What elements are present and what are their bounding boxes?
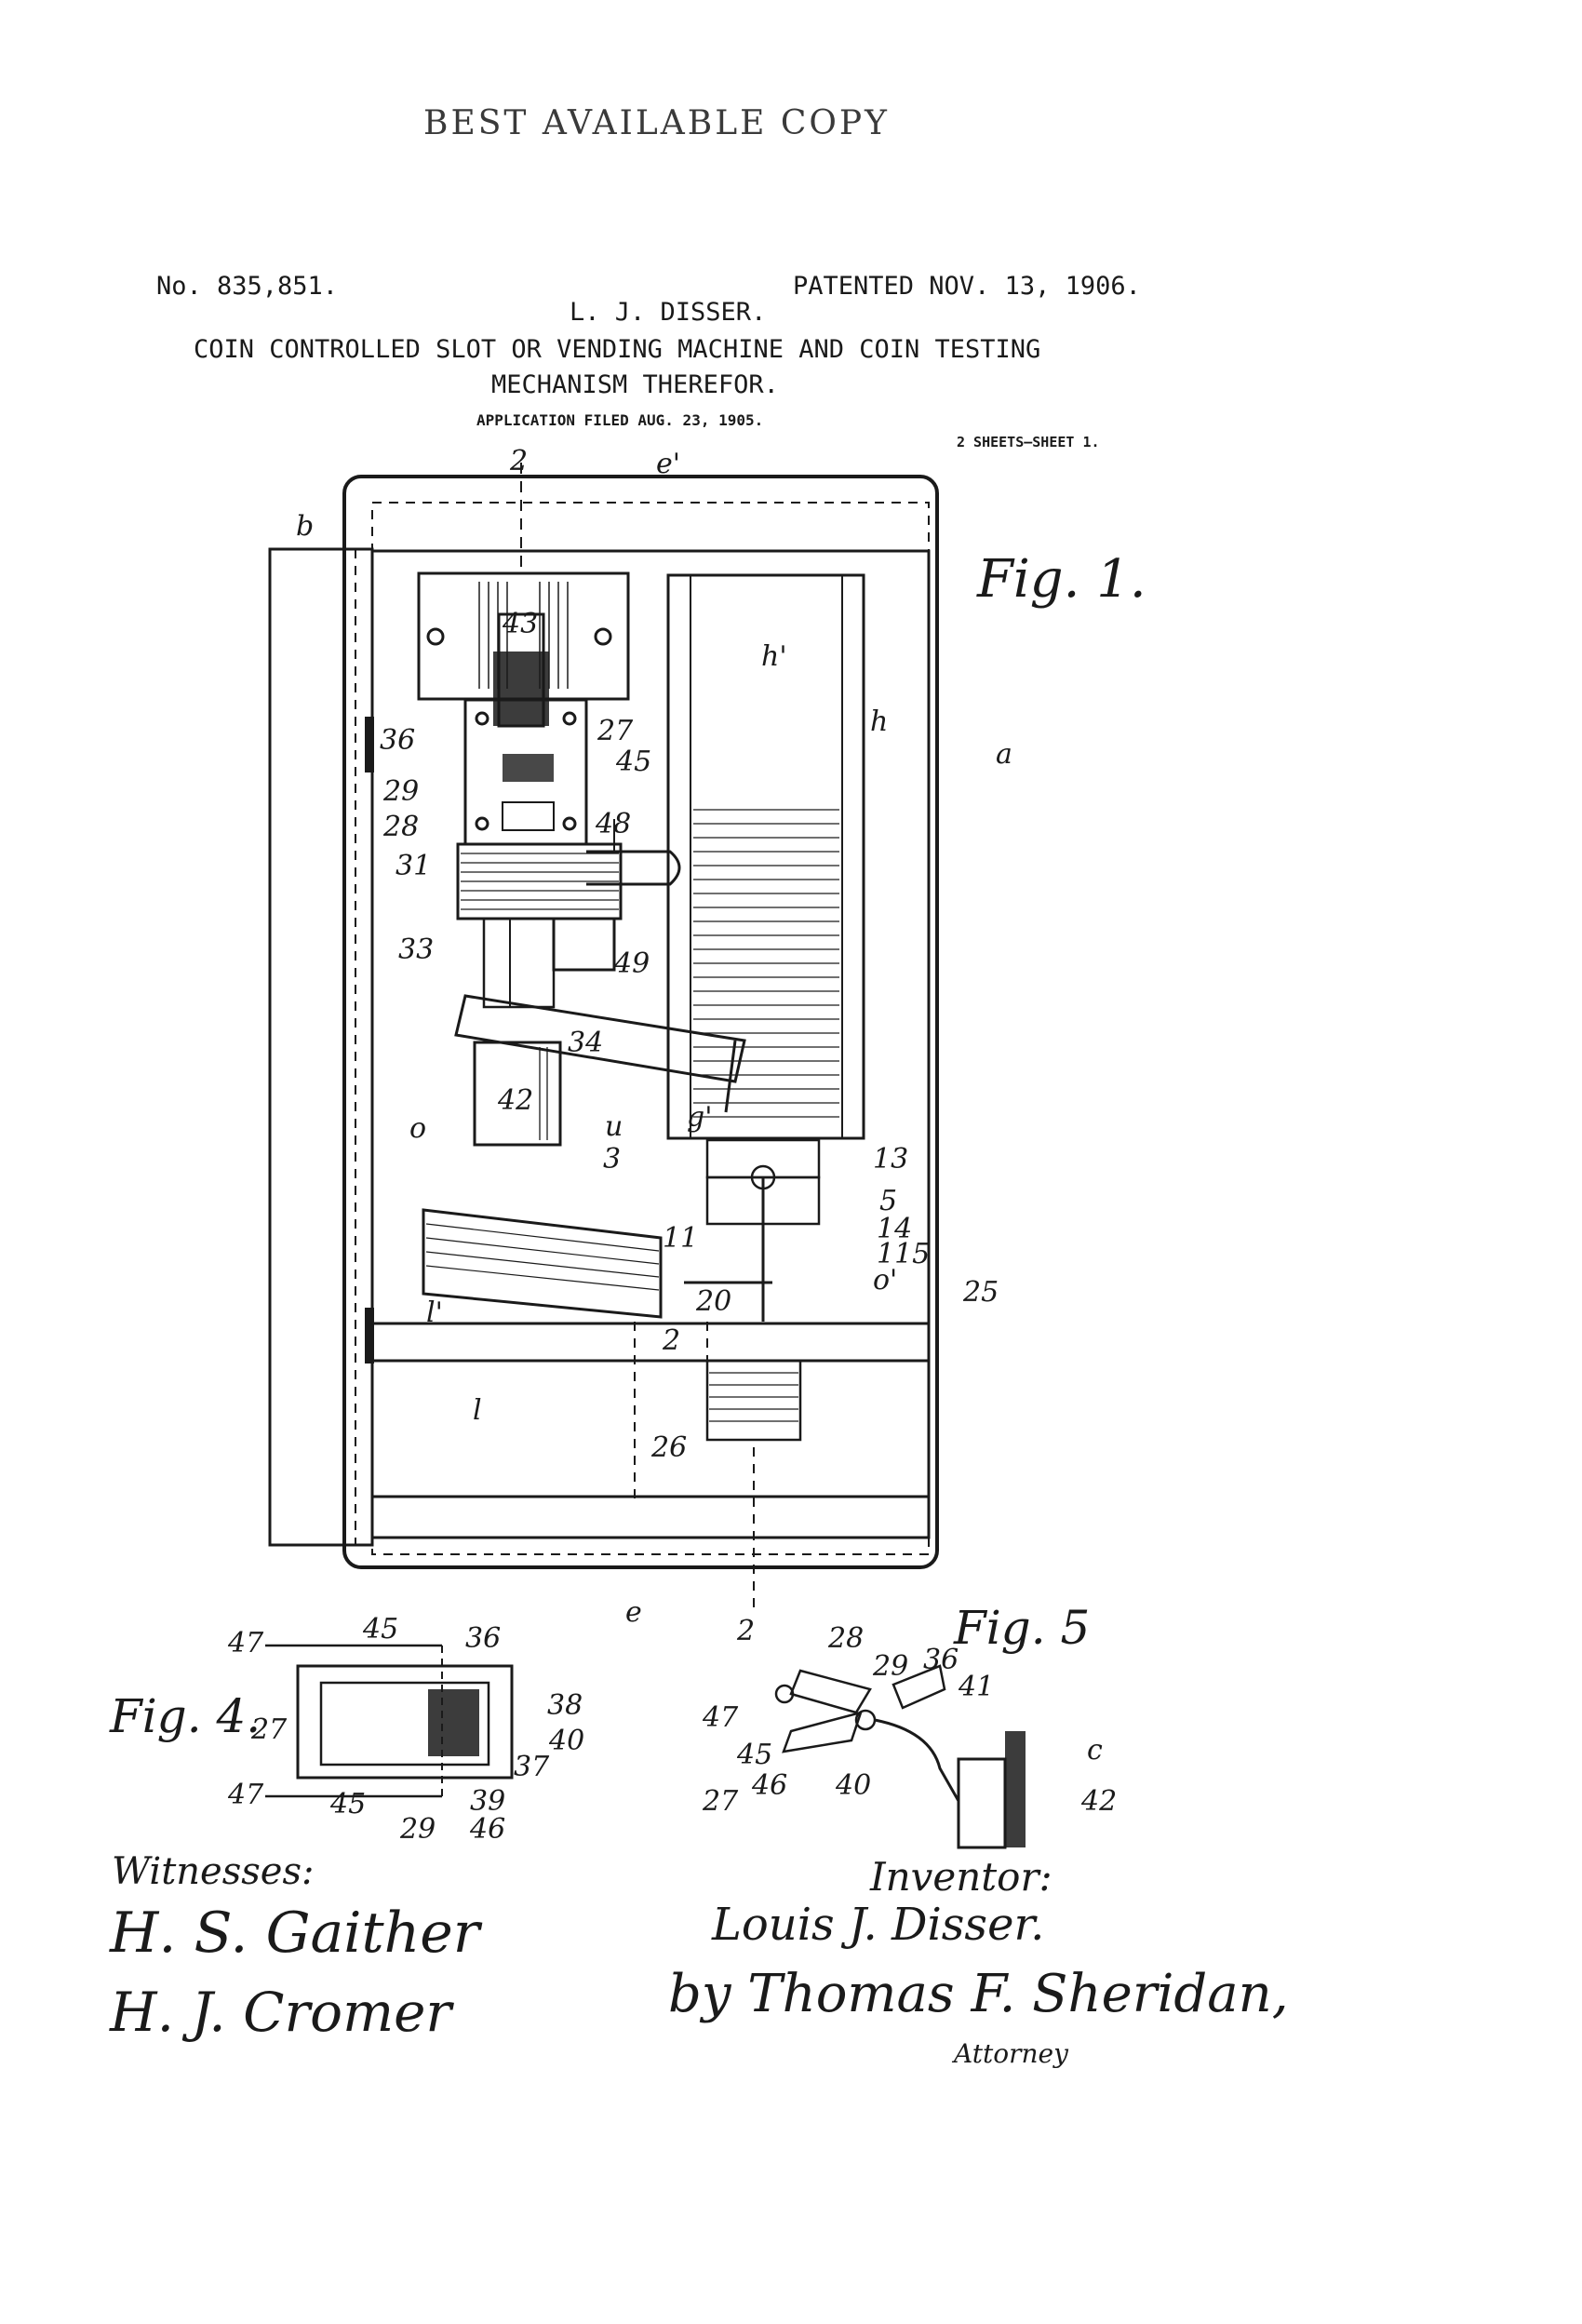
ref-label: 27 (597, 715, 634, 747)
ref-label: 36 (923, 1644, 959, 1676)
fig4-reference-numerals: 47 45 36 38 40 27 37 47 45 39 29 46 (227, 1613, 584, 1846)
ref-label: h (870, 705, 888, 738)
ref-label: 40 (548, 1725, 584, 1757)
ref-label: 49 (613, 947, 650, 980)
ref-label: 47 (702, 1701, 739, 1734)
ref-label: 20 (695, 1285, 731, 1318)
ref-label: 40 (835, 1769, 871, 1802)
best-available-copy-stamp: BEST AVAILABLE COPY (423, 104, 890, 142)
ref-label: 3 (603, 1143, 621, 1175)
attorney-role: Attorney (954, 2038, 1068, 2069)
ref-label: 2 (509, 445, 528, 477)
ref-label: 45 (736, 1739, 772, 1771)
attorney-signature: by Thomas F. Sheridan, (668, 1964, 1289, 2024)
fig1-drawing (268, 463, 939, 1610)
ref-label: g' (687, 1101, 712, 1134)
figure-label-1: Fig. 1. (977, 549, 1146, 610)
fig5-drawing (774, 1664, 1026, 1849)
figure-label-5: Fig. 5 (954, 1601, 1091, 1655)
ref-label: 38 (547, 1689, 583, 1722)
ref-label: 41 (958, 1671, 994, 1703)
ref-label: u (605, 1110, 623, 1143)
ref-label: 28 (827, 1622, 864, 1655)
fig4-drawing (265, 1644, 514, 1798)
ref-label: 28 (382, 811, 419, 843)
ref-label: 36 (380, 724, 415, 757)
ref-label: 33 (398, 934, 434, 966)
ref-label: l' (426, 1296, 443, 1329)
ref-label: l (473, 1394, 482, 1427)
ref-label: 29 (399, 1813, 436, 1846)
ref-label: 29 (872, 1650, 908, 1683)
ref-label: 48 (595, 808, 631, 840)
figure-label-4: Fig. 4. (110, 1689, 261, 1743)
inventor-label: Inventor: (870, 1854, 1052, 1900)
ref-label: 14 (877, 1213, 912, 1245)
sheet-count: 2 SHEETS—SHEET 1. (957, 434, 1100, 450)
ref-label: 115 (877, 1238, 930, 1270)
ref-label: 36 (465, 1622, 501, 1655)
fig5-reference-numerals: 28 29 36 47 41 c 45 46 40 27 42 (702, 1622, 1117, 1818)
ref-label: o (409, 1112, 426, 1145)
ref-label: 46 (469, 1813, 505, 1846)
ref-label: 26 (650, 1431, 687, 1464)
ref-label: 11 (663, 1222, 698, 1255)
ref-label: 45 (362, 1613, 398, 1646)
ref-label: h' (761, 640, 787, 673)
patent-number: No. 835,851. (156, 272, 339, 301)
patent-title-line2: MECHANISM THEREFOR. (491, 370, 779, 399)
fig1-reference-numerals: 2 e' b a 43 h' h 36 27 45 29 28 48 31 33… (296, 445, 1012, 1647)
ref-label: a (996, 738, 1012, 771)
ref-label: 29 (382, 775, 419, 808)
ref-label: 37 (514, 1751, 550, 1783)
ref-label: 45 (329, 1788, 366, 1820)
witnesses-label: Witnesses: (112, 1850, 315, 1893)
application-filed: APPLICATION FILED AUG. 23, 1905. (476, 411, 764, 429)
ref-label: e' (656, 448, 680, 480)
ref-label: 2 (662, 1324, 680, 1357)
ref-label: 31 (396, 850, 431, 882)
patent-title-line1: COIN CONTROLLED SLOT OR VENDING MACHINE … (194, 335, 1041, 364)
ref-label: 5 (879, 1185, 897, 1217)
ref-label: 27 (250, 1713, 288, 1746)
ref-label: o' (873, 1264, 897, 1296)
ref-label: 2 (736, 1615, 755, 1647)
ref-label: 46 (751, 1769, 787, 1802)
inventor-heading: L. J. DISSER. (570, 298, 767, 327)
ref-label: 45 (615, 746, 651, 778)
ref-label: c (1087, 1734, 1103, 1767)
ref-label: 42 (1080, 1785, 1117, 1818)
ref-label: 47 (227, 1627, 264, 1659)
ref-label: e (625, 1596, 642, 1629)
witness-signature-2: H. J. Cromer (110, 1981, 452, 2044)
ref-label: 47 (227, 1779, 264, 1811)
ref-label: 13 (873, 1143, 908, 1175)
ref-label: b (296, 510, 314, 543)
patent-date: PATENTED NOV. 13, 1906. (793, 272, 1141, 301)
ref-label: 34 (568, 1027, 603, 1059)
ref-label: 27 (702, 1785, 739, 1818)
witness-signature-1: H. S. Gaither (110, 1901, 480, 1966)
ref-label: 39 (470, 1785, 505, 1818)
ref-label: 42 (497, 1084, 533, 1117)
ref-label: 25 (962, 1276, 999, 1309)
ref-label: 43 (502, 608, 538, 640)
inventor-signature: Louis J. Disser. (712, 1899, 1045, 1951)
